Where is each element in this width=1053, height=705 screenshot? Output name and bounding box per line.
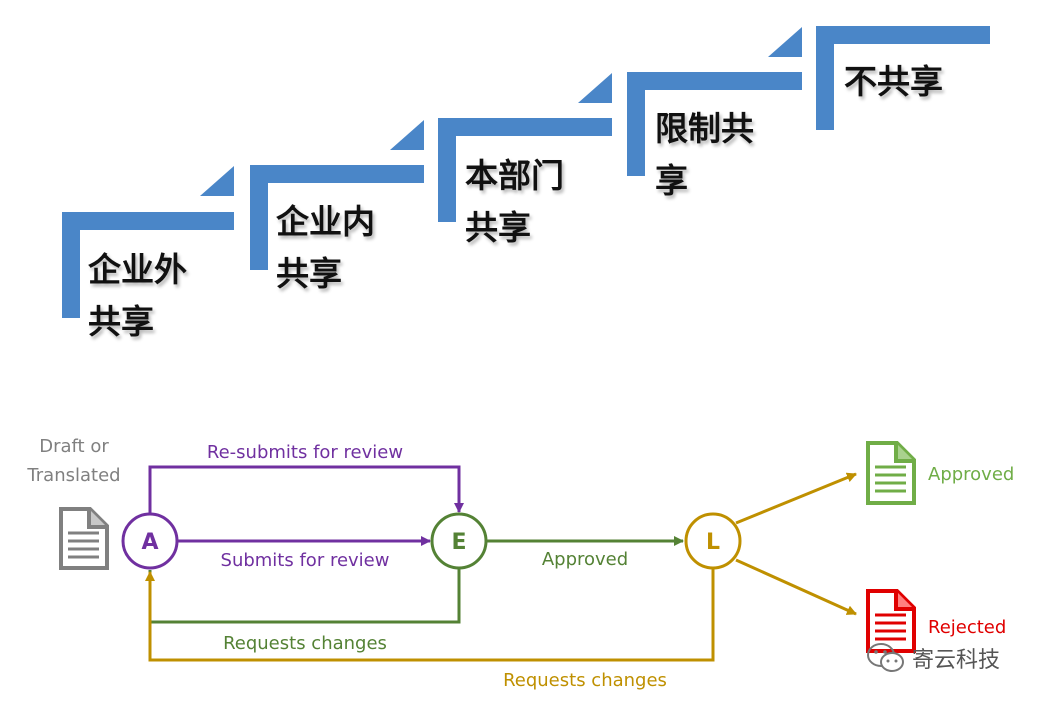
draft-document-icon — [59, 507, 109, 570]
watermark: 寄云科技 — [866, 640, 1000, 676]
step-5-line1: 不共享 — [844, 62, 943, 101]
editor-requests-edge — [148, 568, 461, 624]
watermark-text: 寄云科技 — [912, 648, 1001, 673]
step-1-line1: 企业外 — [88, 250, 187, 289]
approved-outcome-label: Approved — [928, 464, 1014, 485]
step-4-line1: 限制共 — [655, 109, 754, 148]
approved-document-icon — [866, 441, 916, 505]
editor-requests-label: Requests changes — [223, 633, 387, 654]
resubmit-edge — [148, 465, 464, 515]
step-shape-2 — [250, 120, 424, 270]
wechat-icon — [867, 643, 904, 672]
step-4-line2: 享 — [655, 161, 688, 200]
resubmit-label: Re-submits for review — [207, 442, 403, 463]
author-node-label: A — [141, 530, 158, 555]
step-1-line2: 共享 — [88, 302, 154, 341]
approved-edge-label: Approved — [542, 549, 628, 570]
submit-label: Submits for review — [221, 550, 390, 571]
step-label-1: 企业外 共享 — [88, 244, 187, 348]
step-shape-3 — [438, 73, 612, 222]
step-shape-4 — [627, 27, 802, 176]
editor-node-label: E — [451, 530, 466, 555]
step-label-4: 限制共 享 — [655, 103, 754, 207]
step-3-line1: 本部门 — [465, 156, 564, 195]
author-node: A — [121, 512, 179, 570]
lead-approve-edge — [735, 472, 857, 525]
lead-requests-edge — [145, 568, 715, 662]
step-shape-5 — [816, 26, 990, 130]
lead-reject-edge — [735, 558, 857, 616]
start-label-line1: Draft or — [39, 436, 109, 457]
step-2-line1: 企业内 — [276, 202, 375, 241]
lead-node-label: L — [706, 530, 720, 555]
step-label-2: 企业内 共享 — [276, 196, 375, 300]
rejected-outcome-label: Rejected — [928, 617, 1006, 638]
step-label-5: 不共享 — [844, 56, 943, 108]
step-label-3: 本部门 共享 — [465, 150, 564, 254]
step-shape-1 — [62, 166, 234, 318]
rejected-document-icon — [866, 589, 916, 653]
start-label-line2: Translated — [26, 465, 120, 486]
step-3-line2: 共享 — [465, 208, 531, 247]
lead-node: L — [684, 512, 742, 570]
editor-node: E — [430, 512, 488, 570]
step-2-line2: 共享 — [276, 254, 342, 293]
lead-requests-label: Requests changes — [503, 670, 667, 691]
